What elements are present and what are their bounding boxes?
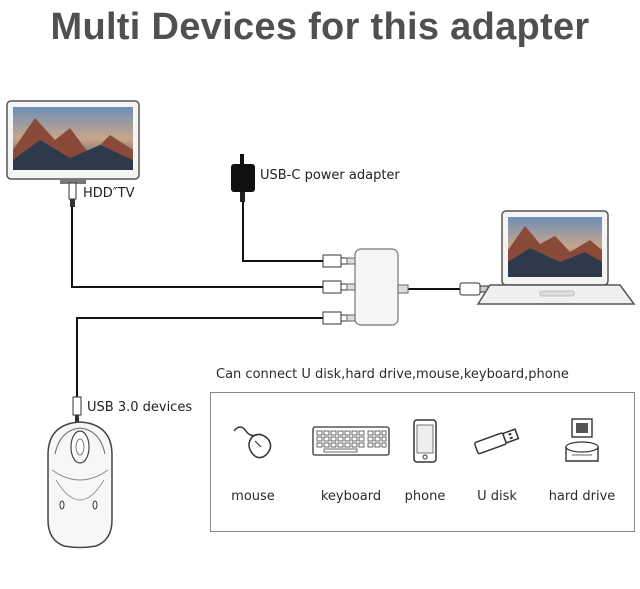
usb-stick-icon xyxy=(457,413,537,469)
keyboard-icon xyxy=(301,413,401,469)
device-label: hard drive xyxy=(548,489,616,504)
tv-monitor xyxy=(6,100,140,184)
hdmi-connector xyxy=(68,182,77,207)
device-keyboard: keyboard xyxy=(301,413,401,504)
usb-c-plug xyxy=(459,282,489,296)
laptop xyxy=(476,210,636,305)
device-u-disk: U disk xyxy=(457,413,537,504)
device-label: phone xyxy=(404,489,446,504)
page-title: Multi Devices for this adapter xyxy=(50,6,590,48)
usb-plug xyxy=(72,396,82,425)
device-panel: mouse keyboard phone xyxy=(210,392,635,532)
usb-c-hub xyxy=(346,248,409,326)
device-label: keyboard xyxy=(320,489,382,504)
mouse-icon xyxy=(213,413,293,469)
hard-drive-icon xyxy=(537,413,627,469)
device-label: mouse xyxy=(231,489,275,504)
power-adapter-label: USB-C power adapter xyxy=(260,168,400,183)
device-label: U disk xyxy=(477,489,517,504)
usb-cable xyxy=(76,317,323,397)
connectable-devices-caption: Can connect U disk,hard drive,mouse,keyb… xyxy=(216,367,569,382)
usb3-label: USB 3.0 devices xyxy=(87,400,193,415)
phone-icon xyxy=(385,413,465,469)
hdmi-cable xyxy=(71,207,323,288)
power-cable xyxy=(242,202,323,262)
hub-plugs xyxy=(322,254,348,325)
power-adapter-icon xyxy=(231,154,255,202)
mouse-device xyxy=(47,421,113,549)
hdtv-label: HDD″TV xyxy=(83,186,135,201)
device-phone: phone xyxy=(385,413,465,504)
device-mouse: mouse xyxy=(213,413,293,504)
device-hard-drive: hard drive xyxy=(537,413,627,504)
